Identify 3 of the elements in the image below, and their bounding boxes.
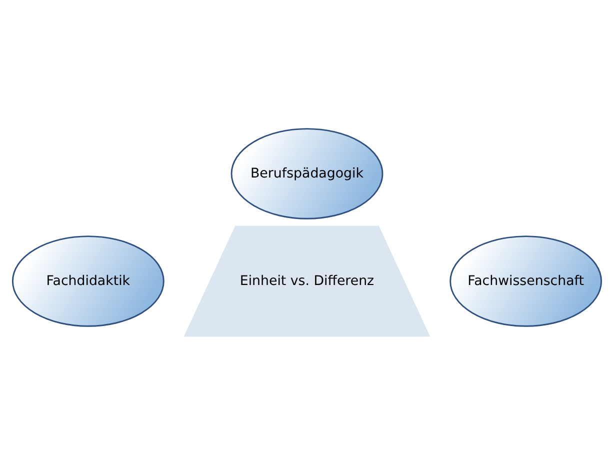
node-ellipse: Fachdidaktik [12, 236, 164, 327]
node-ellipse: Fachwissenschaft [450, 236, 602, 327]
node-ellipse: Berufspädagogik [230, 128, 384, 220]
